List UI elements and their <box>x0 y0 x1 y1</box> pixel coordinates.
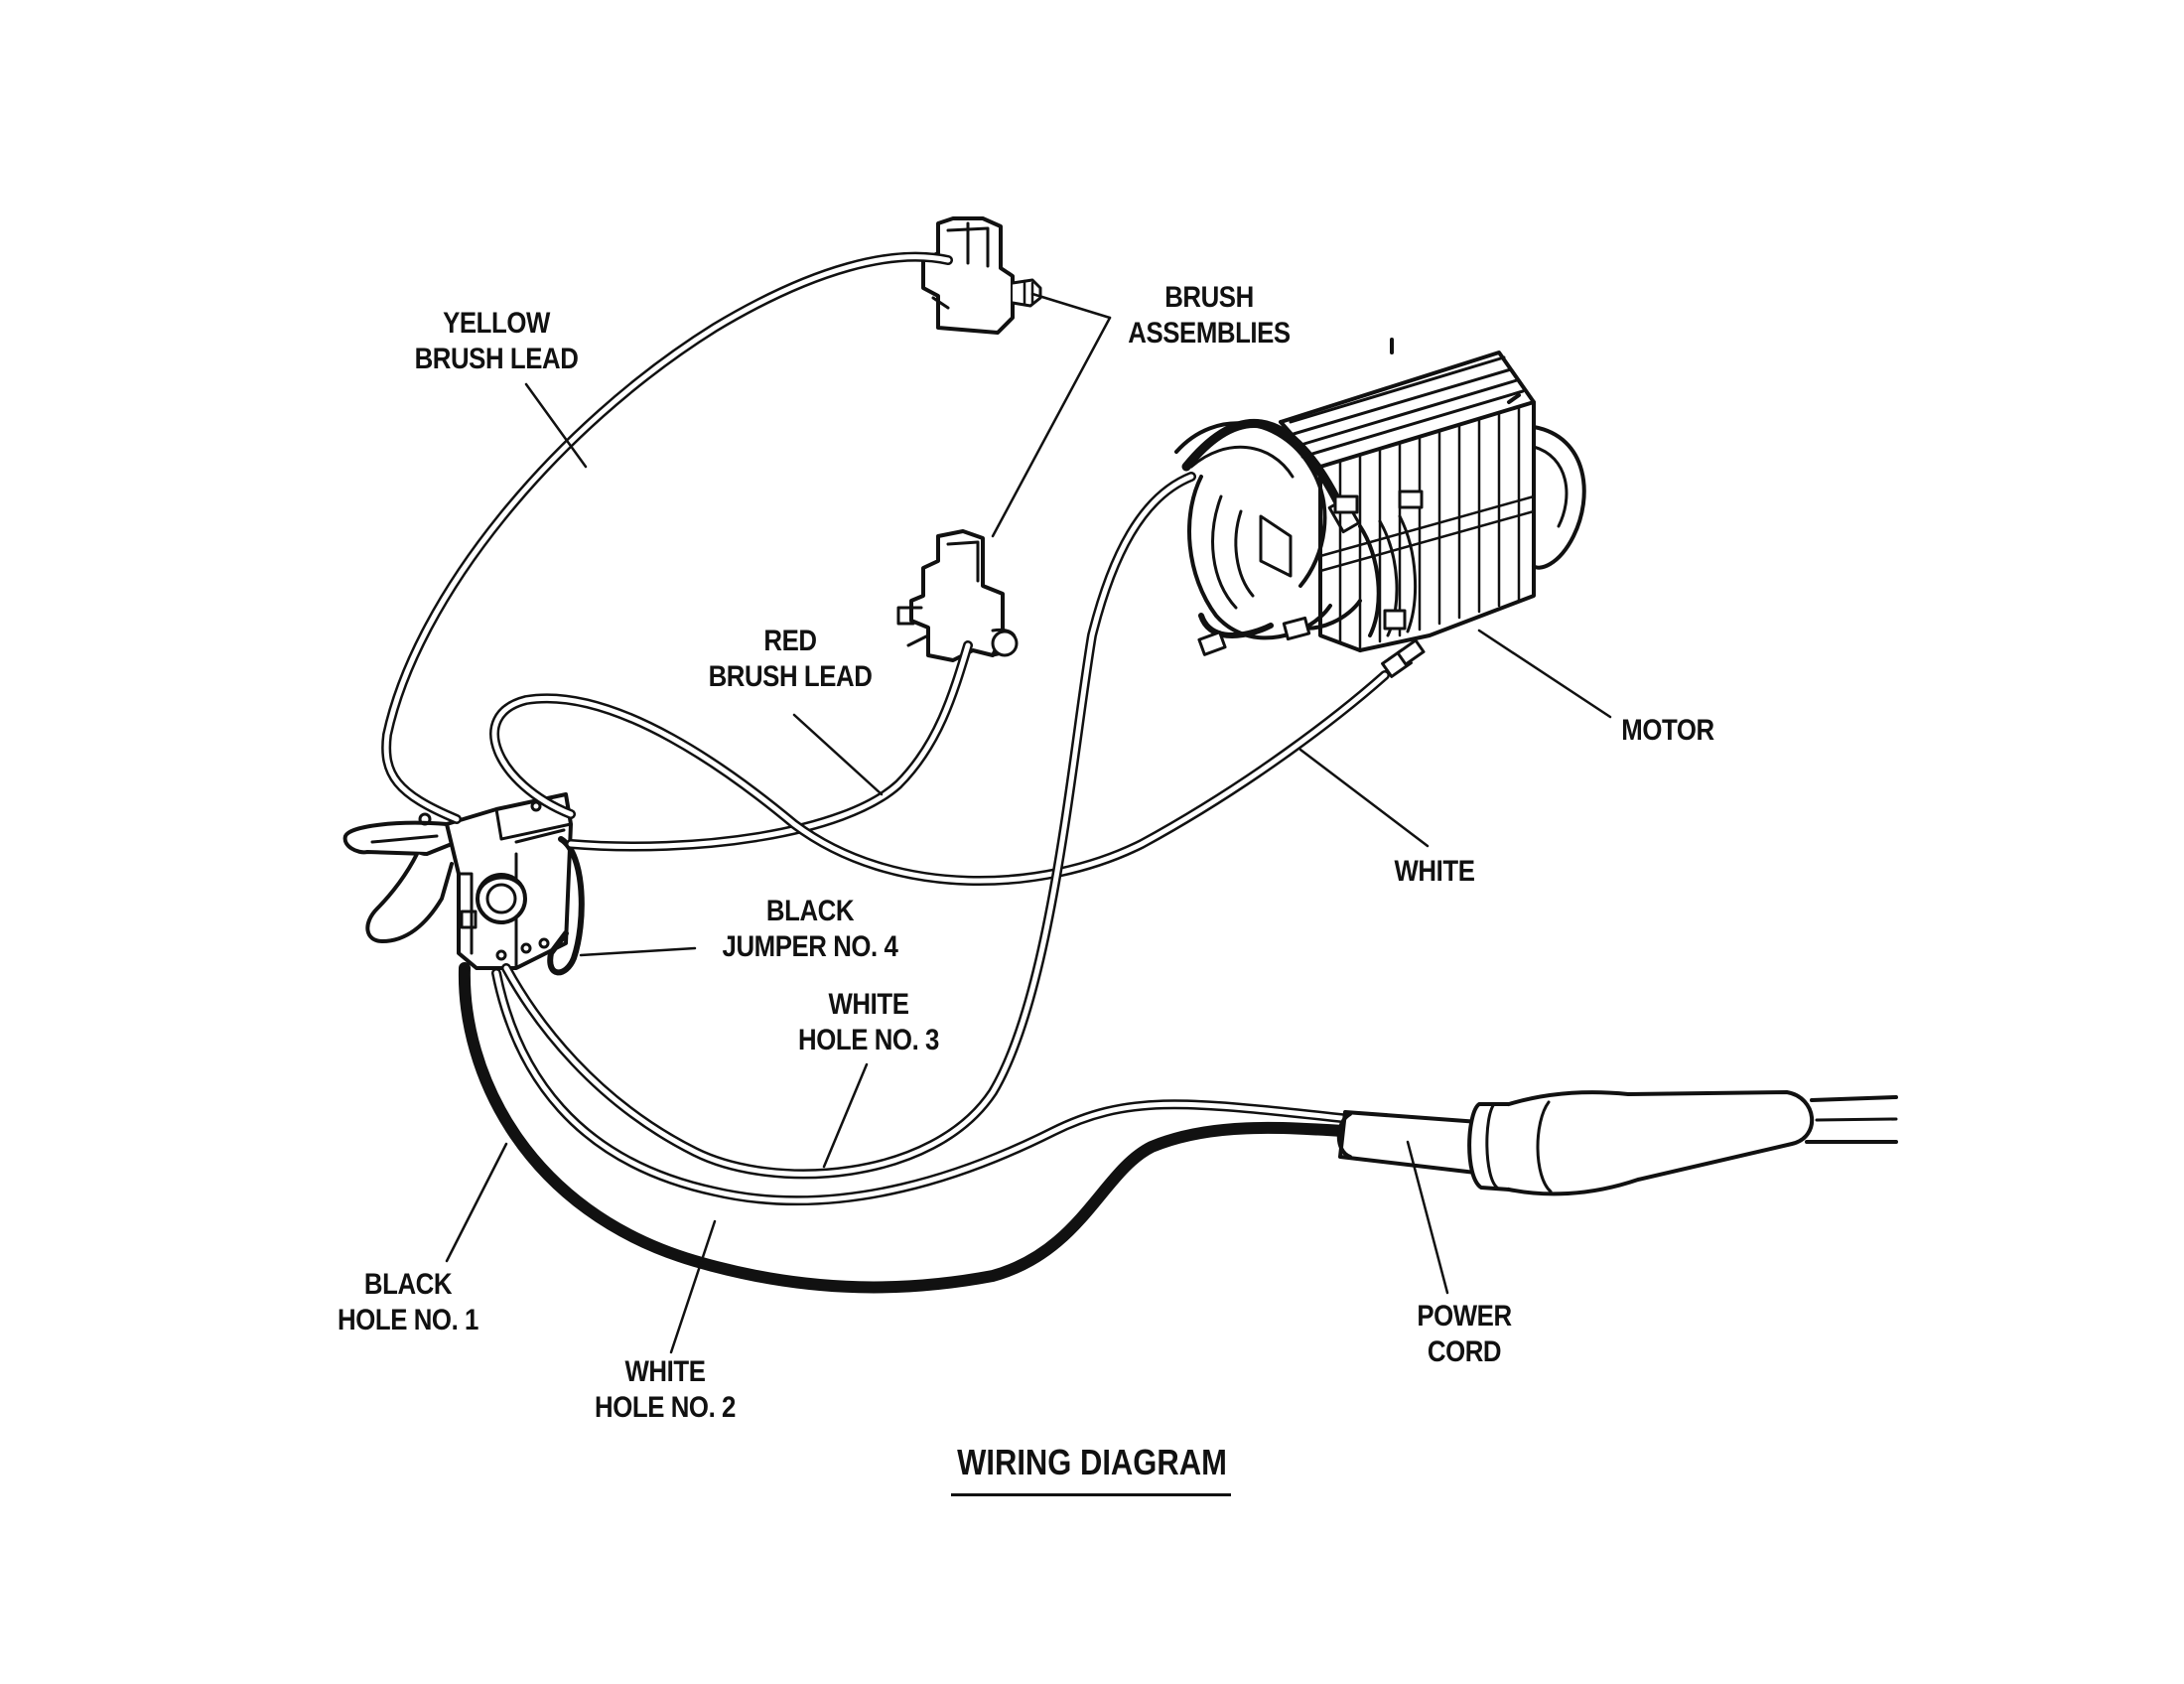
upper-brush-assembly <box>921 216 1042 335</box>
label-black-hole-no-1: BLACK HOLE NO. 1 <box>338 1268 478 1336</box>
title-underline <box>951 1493 1231 1496</box>
leader-lines <box>445 292 1612 1354</box>
wires <box>381 251 1390 1294</box>
diagram-title: WIRING DIAGRAM <box>957 1442 1227 1482</box>
label-power-cord: POWER CORD <box>1417 1300 1512 1368</box>
label-white-hole-no-3: WHITE HOLE NO. 3 <box>798 988 939 1056</box>
trigger-switch <box>342 792 585 976</box>
label-yellow-brush-lead: YELLOW BRUSH LEAD <box>414 307 579 375</box>
label-white-hole-no-2: WHITE HOLE NO. 2 <box>595 1355 736 1424</box>
label-white: WHITE <box>1394 855 1475 888</box>
motor-assembly <box>1174 338 1586 687</box>
label-red-brush-lead: RED BRUSH LEAD <box>708 625 873 693</box>
label-motor: MOTOR <box>1621 714 1714 747</box>
lower-brush-assembly <box>896 529 1019 662</box>
power-cord <box>1336 1090 1898 1196</box>
label-black-jumper-no-4: BLACK JUMPER NO. 4 <box>722 895 898 963</box>
label-brush-assemblies: BRUSH ASSEMBLIES <box>1128 281 1291 350</box>
